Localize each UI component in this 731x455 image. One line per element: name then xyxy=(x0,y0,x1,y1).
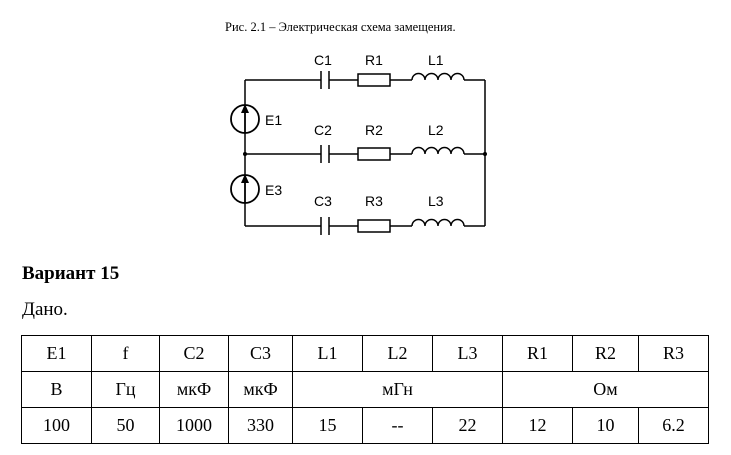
header-cell: L1 xyxy=(292,335,363,372)
resistor-r3 xyxy=(357,219,391,233)
value-cell: 330 xyxy=(228,407,293,444)
circuit-diagram: C1 R1 L1 C2 R2 L2 C3 R3 L3 E1 E3 xyxy=(230,52,487,235)
header-cell: C2 xyxy=(159,335,229,372)
parameters-table: E1 f C2 C3 L1 L2 L3 R1 R2 R3 В Гц мкФ мк… xyxy=(21,335,709,444)
units-row: В Гц мкФ мкФ мГн Ом xyxy=(21,371,709,408)
header-cell: E1 xyxy=(21,335,92,372)
given-label: Дано. xyxy=(22,299,68,320)
label-l1: L1 xyxy=(428,52,444,68)
inductor-l1 xyxy=(411,72,465,81)
value-cell: 100 xyxy=(21,407,92,444)
unit-cell-f: Гц xyxy=(91,371,160,408)
inductor-l3 xyxy=(411,218,465,227)
unit-cell-e1: В xyxy=(21,371,92,408)
unit-cell-resistance: Ом xyxy=(502,371,709,408)
resistor-r2 xyxy=(357,147,391,161)
label-r3: R3 xyxy=(365,193,383,209)
voltage-source-e3 xyxy=(230,174,260,204)
voltage-source-e1 xyxy=(230,104,260,134)
value-cell: -- xyxy=(362,407,433,444)
junction-node-left xyxy=(243,152,247,156)
label-e1: E1 xyxy=(265,112,282,128)
value-cell: 6.2 xyxy=(638,407,709,444)
figure-caption: Рис. 2.1 – Электрическая схема замещения… xyxy=(225,20,456,34)
header-cell: R2 xyxy=(572,335,639,372)
capacitor-c2 xyxy=(320,145,330,163)
label-c2: C2 xyxy=(314,122,332,138)
label-l2: L2 xyxy=(428,122,444,138)
header-cell: R1 xyxy=(502,335,573,372)
value-cell: 50 xyxy=(91,407,160,444)
inductor-l2 xyxy=(411,146,465,155)
label-e3: E3 xyxy=(265,182,282,198)
variant-title: Вариант 15 xyxy=(22,263,120,284)
values-row: 100 50 1000 330 15 -- 22 12 10 6.2 xyxy=(21,407,709,444)
header-cell: L2 xyxy=(362,335,433,372)
label-l3: L3 xyxy=(428,193,444,209)
unit-cell-inductance: мГн xyxy=(292,371,503,408)
capacitor-c1 xyxy=(320,71,330,89)
value-cell: 1000 xyxy=(159,407,229,444)
junction-node-right xyxy=(483,152,487,156)
label-r1: R1 xyxy=(365,52,383,68)
value-cell: 22 xyxy=(432,407,503,444)
unit-cell-c3: мкФ xyxy=(228,371,293,408)
header-row: E1 f C2 C3 L1 L2 L3 R1 R2 R3 xyxy=(21,335,709,372)
header-cell: L3 xyxy=(432,335,503,372)
label-r2: R2 xyxy=(365,122,383,138)
value-cell: 12 xyxy=(502,407,573,444)
label-c3: C3 xyxy=(314,193,332,209)
value-cell: 10 xyxy=(572,407,639,444)
header-cell: R3 xyxy=(638,335,709,372)
capacitor-c3 xyxy=(320,217,330,235)
unit-cell-c2: мкФ xyxy=(159,371,229,408)
resistor-r1 xyxy=(357,73,391,87)
header-cell: C3 xyxy=(228,335,293,372)
header-cell: f xyxy=(91,335,160,372)
value-cell: 15 xyxy=(292,407,363,444)
label-c1: C1 xyxy=(314,52,332,68)
